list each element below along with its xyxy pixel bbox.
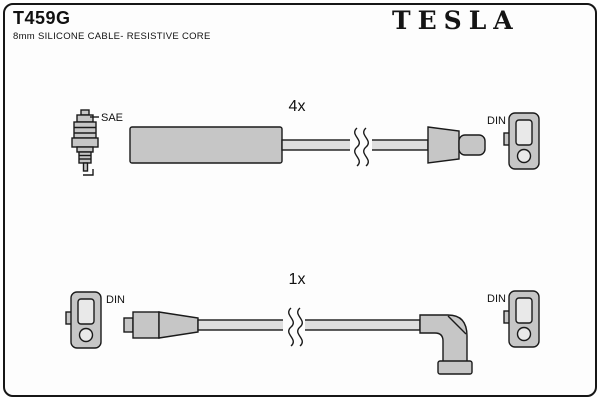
cable-break-icon: [354, 127, 369, 167]
cable-break-icon-bottom: [288, 307, 303, 347]
top-cable-assembly: [129, 126, 486, 167]
cable-line-bottom: [197, 319, 421, 331]
spark-plug-icon: [71, 109, 99, 176]
din-label-top-right: DIN: [487, 115, 506, 127]
din-connector-icon-bottom-left: [65, 291, 102, 349]
angled-boot: [419, 314, 468, 364]
din-label-bottom-right: DIN: [487, 293, 506, 305]
tesla-logo: TESLA: [392, 6, 520, 35]
quantity-label-bottom: 1x: [289, 271, 306, 288]
straight-connector-bottom: [132, 311, 160, 339]
sae-label: SAE: [101, 112, 123, 124]
connector-tip-top: [458, 134, 486, 156]
part-number: T459G: [13, 8, 71, 28]
quantity-label-top: 4x: [289, 98, 306, 115]
straight-connector-top: [427, 126, 460, 164]
din-connector-icon-bottom-right: [503, 290, 540, 348]
cylinder-boot: [129, 126, 283, 164]
bottom-cable-assembly: [123, 307, 473, 375]
din-label-bottom-left: DIN: [106, 294, 125, 306]
din-connector-icon-top-right: [503, 112, 540, 170]
connector-tip-bottom: [123, 317, 134, 333]
cable-spec-subtitle: 8mm SILICONE CABLE- RESISTIVE CORE: [13, 31, 211, 42]
